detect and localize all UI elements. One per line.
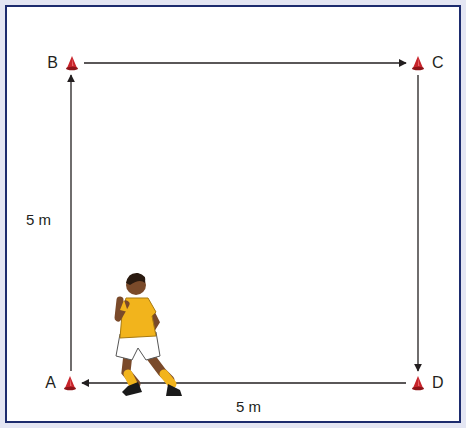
- cone-letter: A: [45, 374, 56, 392]
- cone-symbol: [410, 375, 426, 391]
- frame-border: [6, 6, 460, 422]
- cone-marker: C: [410, 55, 426, 71]
- cone-letter: D: [432, 374, 444, 392]
- cone-marker: B: [64, 55, 80, 71]
- cone-symbol: [410, 55, 426, 71]
- dimension-label: 5 m: [24, 211, 53, 229]
- runner-figure: [116, 273, 182, 396]
- path-arrow: [70, 75, 71, 371]
- cone-marker: D: [410, 375, 426, 391]
- cone-letter: B: [47, 54, 58, 72]
- cone-letter: C: [432, 54, 444, 72]
- cone-symbol: [64, 55, 80, 71]
- dimension-label: 5 m: [234, 398, 263, 416]
- cone-symbol: [62, 375, 78, 391]
- path-arrow: [84, 62, 406, 63]
- cone-marker: A: [62, 375, 78, 391]
- path-arrow: [417, 75, 418, 371]
